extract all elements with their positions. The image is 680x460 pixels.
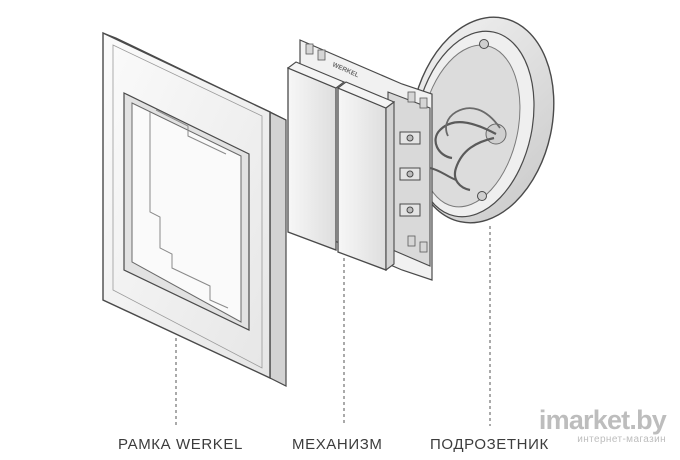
- watermark: imarket.by интернет-магазин: [538, 405, 667, 446]
- mechanism-terminals: [399, 131, 421, 217]
- mounting-box-label: ПОДРОЗЕТНИК: [430, 436, 549, 453]
- mechanism-part: WERKEL: [286, 39, 457, 281]
- watermark-logo: imarket.by: [538, 405, 667, 435]
- mechanism-key-left-top: [286, 61, 346, 89]
- mechanism-key-right-side: [385, 100, 395, 272]
- frame-bevel: [112, 44, 263, 369]
- frame-label: РАМКА WERKEL: [118, 436, 243, 453]
- wire-to-terminal: [429, 167, 457, 181]
- mounting-box-part: [409, 16, 555, 224]
- mechanism-label: МЕХАНИЗМ: [292, 436, 383, 453]
- frame-window-inner: [131, 102, 242, 323]
- watermark-subtitle: интернет-магазин: [577, 434, 666, 445]
- wire-3: [445, 107, 501, 137]
- mechanism-key-left: [287, 67, 337, 251]
- frame-part: [102, 31, 287, 387]
- frame-mount-tabs-upper: [155, 109, 227, 155]
- box-screw-top-icon: [479, 39, 489, 49]
- frame-mount-tabs: [149, 112, 229, 309]
- frame-side-edge: [269, 111, 287, 387]
- mechanism-plate-holes: [305, 43, 428, 253]
- box-screw-bottom-icon: [477, 191, 487, 201]
- wire-1: [434, 121, 497, 160]
- wire-2: [453, 136, 495, 192]
- mechanism-key-right: [337, 87, 387, 271]
